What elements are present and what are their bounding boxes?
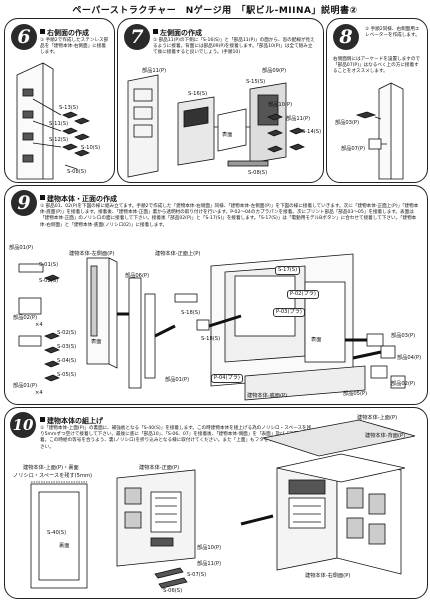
part-tag: P-02(プラ)	[287, 290, 319, 299]
part-label: 建物本体-正面(P)	[139, 465, 180, 471]
part-label: 部品10(P)	[197, 545, 222, 551]
part-label: 部品03(P)	[391, 333, 416, 339]
part-label: S-15(S)	[246, 79, 266, 85]
part-label: 部品09(P)	[262, 68, 287, 74]
part-label: S-08(S)	[248, 170, 268, 176]
part-label: 部品11(P)	[142, 68, 167, 74]
part-label: S-11(S)	[49, 121, 69, 127]
step-6-panel: 6 右側面の作成 ① 手順2で作成したステンレス部品を「建物本体-右側面」に接着…	[4, 18, 115, 183]
step-number: 10	[10, 412, 36, 438]
part-label: 建物本体-底面(P)	[247, 393, 288, 399]
part-label: 裏面	[59, 543, 70, 549]
part-label: 部品02(P)	[13, 315, 38, 321]
step-note: ① 手順2で作成したステンレス部品を「建物本体-右側面」に接着します。	[40, 38, 109, 56]
part-label: 部品01(P)	[13, 383, 38, 389]
step-8-panel: 8 ① 手順2同様、右側面用エレベーターを作成します。 右側面側にはアーケードを…	[326, 18, 428, 183]
part-tag: S-17(S)	[275, 266, 301, 275]
step-9-illustration	[18, 253, 406, 401]
part-label: ×4	[35, 390, 43, 396]
part-label: 表面	[91, 339, 102, 345]
step-number: 9	[11, 190, 37, 216]
part-label: S-12(S)	[49, 137, 69, 143]
step-10-illustration	[30, 419, 416, 589]
part-label: 部品11(P)	[197, 561, 222, 567]
part-label: 建物本体-右側面(P)	[305, 573, 351, 579]
step-note: ①「建物本体-上面(P)」の裏面に、補強板となる「S-40(S)」を接着します。…	[40, 426, 315, 450]
part-label: S-02(S)	[57, 330, 77, 336]
step-heading: 建物本体・正面の作成	[40, 194, 117, 204]
step-heading: 左側面の作成	[153, 28, 202, 38]
part-label: 建物本体-背面(P)	[365, 433, 406, 439]
step-note: ① 部品11(P)の下側に「S-16(S)」と「部品11(P)」の面から、窓の配…	[153, 38, 315, 56]
part-label: 表面	[222, 132, 233, 138]
document-title: ペーパーストラクチャー Nゲージ用 「駅ビル-MIINA」説明書②	[72, 6, 358, 16]
part-tag: P-04(プラ)	[211, 374, 243, 383]
part-label: 部品02(P)	[391, 381, 416, 387]
part-label: 建物本体-左側面(P)	[69, 251, 115, 257]
part-label: 部品11(P)	[286, 116, 311, 122]
step-heading: 建物本体の組上げ	[40, 416, 103, 426]
part-label: S-01(S)	[39, 262, 59, 268]
part-label: S-03(S)	[57, 344, 77, 350]
part-label: S-06(S)	[163, 588, 183, 594]
part-label: S-18(S)	[181, 310, 201, 316]
part-label: 部品06(P)	[125, 273, 150, 279]
step-note: 右側面側にはアーケードを設置しますので「部品07(P)」はなるべく上の方に接着す…	[333, 57, 421, 75]
step-note: ① 部品01、02(P)を下図の様に組み立てます。手順2で作成した「建物本体-右…	[40, 204, 419, 228]
part-label: 表面	[311, 337, 322, 343]
step-number: 6	[11, 24, 37, 50]
step-heading: 右側面の作成	[40, 28, 89, 38]
part-label: S-14(S)	[302, 129, 322, 135]
step-10-panel: 10 建物本体の組上げ ①「建物本体-上面(P)」の裏面に、補強板となる「S-4…	[4, 407, 428, 599]
step-9-panel: 9 建物本体・正面の作成 ① 部品01、02(P)を下図の様に組み立てます。手順…	[4, 185, 428, 405]
part-label: S-08(S)	[67, 169, 87, 175]
part-label: 部品05(P)	[343, 391, 368, 397]
part-label: 建物本体-正面上(P)	[155, 251, 201, 257]
step-number: 8	[333, 24, 359, 50]
part-label: S-16(S)	[188, 91, 208, 97]
part-label: 部品04(P)	[397, 355, 422, 361]
part-label: 部品10(P)	[268, 102, 293, 108]
part-label: S-13(S)	[59, 105, 79, 111]
part-label: 部品01(P)	[165, 377, 190, 383]
part-label: S-40(S)	[47, 530, 67, 536]
step-7-panel: 7 左側面の作成 ① 部品11(P)の下側に「S-16(S)」と「部品11(P)…	[117, 18, 324, 183]
part-label: S-18(S)	[201, 336, 221, 342]
part-label: S-02(S)	[39, 278, 59, 284]
step-number: 7	[124, 24, 150, 50]
step-7-illustration	[127, 74, 305, 178]
step-6-illustration	[16, 62, 90, 180]
part-label: S-10(S)	[81, 145, 101, 151]
step-8-illustration	[355, 82, 404, 180]
part-label: 部品07(P)	[341, 146, 366, 152]
part-label: 部品03(P)	[335, 120, 360, 126]
part-label: S-05(S)	[57, 372, 77, 378]
part-label: S-07(S)	[187, 572, 207, 578]
part-label: ×4	[35, 322, 43, 328]
part-label: S-04(S)	[57, 358, 77, 364]
part-label: 建物本体-上面(P)・裏面	[23, 465, 79, 471]
part-tag: P-03(プラ)	[273, 308, 305, 317]
part-label: 建物本体-上面(P)	[357, 415, 398, 421]
part-label: 部品01(P)	[9, 245, 34, 251]
step-note: ① 手順2同様、右側面用エレベーターを作成します。	[365, 27, 420, 39]
part-label: ノリシロ・スペースを残す(5mm)	[13, 473, 93, 479]
